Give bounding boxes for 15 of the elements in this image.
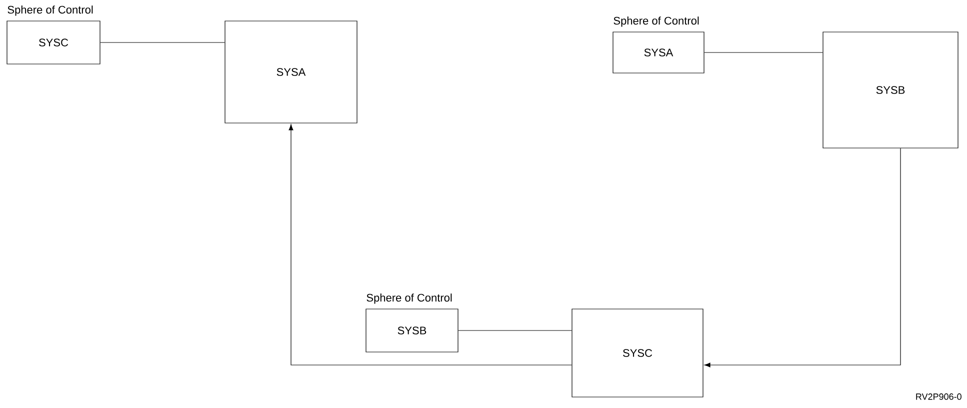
group-label: Sphere of Control	[8, 6, 93, 16]
connector	[288, 124, 572, 366]
system-box: SYSC	[6, 20, 100, 64]
connector	[704, 148, 901, 368]
system-box: SYSA	[612, 32, 704, 74]
system-box: SYSC	[572, 308, 704, 398]
system-box: SYSA	[224, 20, 358, 124]
system-box: SYSB	[822, 32, 958, 148]
group-label: Sphere of Control	[614, 16, 699, 27]
group-label: Sphere of Control	[366, 294, 452, 304]
system-box: SYSB	[366, 308, 458, 352]
connector	[100, 42, 225, 43]
connector	[458, 330, 572, 331]
figure-id: RV2P906-0	[916, 393, 962, 400]
connector	[704, 52, 823, 53]
